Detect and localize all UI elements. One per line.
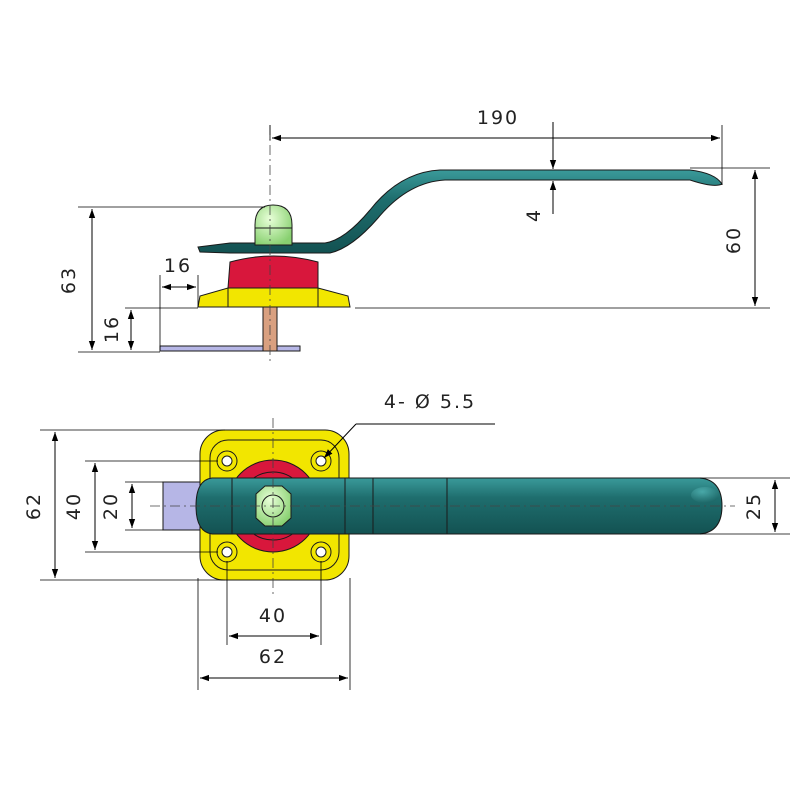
dim-25: 25 bbox=[743, 492, 765, 520]
dim-40-horizontal: 40 bbox=[259, 605, 287, 627]
mounting-holes bbox=[216, 450, 332, 563]
dim-60: 60 bbox=[723, 226, 745, 254]
latch-tongue bbox=[159, 345, 301, 352]
dim-190: 190 bbox=[477, 107, 519, 129]
dim-16-horizontal: 16 bbox=[164, 255, 192, 277]
dim-4: 4 bbox=[523, 208, 545, 222]
dim-16-vertical: 16 bbox=[101, 315, 123, 343]
dim-20-vertical: 20 bbox=[100, 492, 122, 520]
dim-62-vertical: 62 bbox=[23, 492, 45, 520]
plan-view-dimensions: 4- Ø 5.5 62 40 20 25 40 62 bbox=[23, 391, 790, 690]
plan-view bbox=[150, 418, 735, 595]
cap-nut bbox=[254, 204, 293, 246]
dim-40-vertical: 40 bbox=[63, 492, 85, 520]
dim-62-horizontal: 62 bbox=[259, 646, 287, 668]
seal-ring bbox=[227, 255, 319, 289]
base-plate bbox=[197, 287, 351, 308]
side-view bbox=[159, 125, 723, 365]
dim-63: 63 bbox=[58, 266, 80, 294]
side-view-dimensions: 190 4 60 63 16 16 bbox=[58, 107, 770, 353]
dim-holes: 4- Ø 5.5 bbox=[384, 391, 476, 413]
